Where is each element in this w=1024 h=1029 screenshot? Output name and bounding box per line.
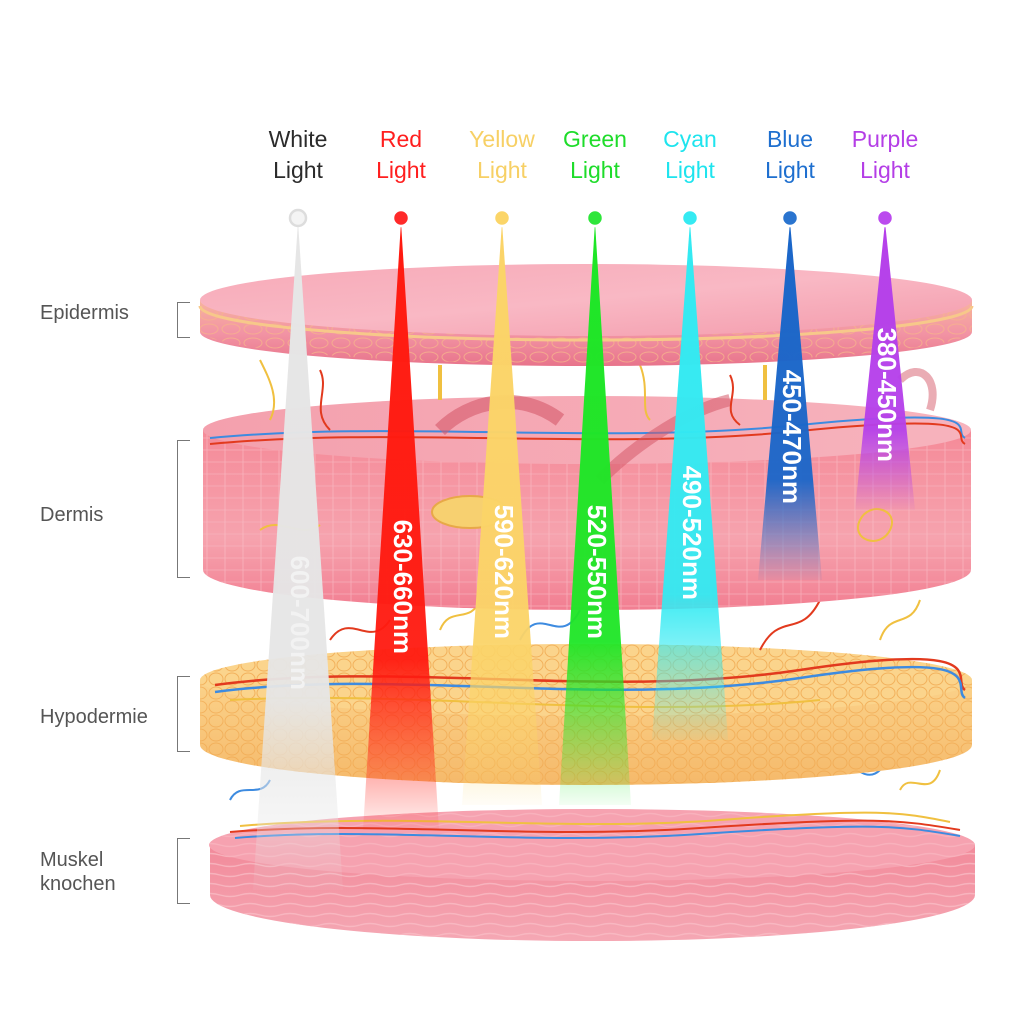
layer-label-text: Dermis bbox=[40, 504, 104, 526]
red-light-beam bbox=[363, 222, 439, 830]
bracket-muskel-knochen bbox=[177, 838, 190, 904]
light-name-line1: Red bbox=[379, 126, 423, 152]
red-light-dot bbox=[391, 208, 411, 228]
green-light-beam bbox=[559, 222, 631, 805]
light-name-line2: Light bbox=[477, 157, 527, 183]
light-name-line2: Light bbox=[376, 157, 426, 183]
purple-light-beam bbox=[855, 222, 915, 510]
light-name-line2: Light bbox=[273, 157, 323, 183]
cyan-light-beam bbox=[652, 222, 728, 740]
light-name-line1: Cyan bbox=[663, 126, 717, 152]
layer-label-text: Muskel bbox=[40, 849, 104, 871]
light-name-line2: Light bbox=[765, 157, 815, 183]
blue-wavelength-label: 450-470nm bbox=[777, 370, 807, 504]
white-wavelength-label: 600-700nm bbox=[285, 556, 315, 690]
light-name-line1: Green bbox=[563, 126, 627, 152]
yellow-light-dot bbox=[492, 208, 512, 228]
cyan-wavelength-label: 490-520nm bbox=[677, 466, 707, 600]
light-name-line1: White bbox=[268, 126, 328, 152]
bracket-epidermis bbox=[177, 302, 190, 338]
light-name-line1: Purple bbox=[851, 126, 919, 152]
light-name-line1: Blue bbox=[766, 126, 814, 152]
light-name-line2: Light bbox=[665, 157, 715, 183]
light-beams: 600-700nm 630-660nm 590-620nm 520-550nm 490-… bbox=[253, 208, 915, 890]
red-wavelength-label: 630-660nm bbox=[388, 520, 418, 654]
white-light-beam bbox=[253, 222, 343, 890]
green-light-dot bbox=[585, 208, 605, 228]
cyan-light-dot bbox=[680, 208, 700, 228]
white-light-dot bbox=[288, 208, 308, 228]
blue-light-dot bbox=[780, 208, 800, 228]
epidermis-layer bbox=[198, 264, 974, 366]
bracket-hypodermie bbox=[177, 676, 190, 752]
layer-label-text: Epidermis bbox=[40, 302, 129, 324]
layer-label-text: Hypodermie bbox=[40, 706, 148, 728]
purple-wavelength-label: 380-450nm bbox=[872, 328, 902, 462]
vessels-upper bbox=[259, 359, 937, 431]
purple-light-dot bbox=[875, 208, 895, 228]
layer-label-hypodermie: Hypodermie bbox=[40, 705, 148, 729]
green-wavelength-label: 520-550nm bbox=[582, 505, 612, 639]
yellow-wavelength-label: 590-620nm bbox=[489, 505, 519, 639]
light-name-line1: Yellow bbox=[469, 126, 535, 152]
bracket-dermis bbox=[177, 440, 190, 578]
layer-label-text: knochen bbox=[40, 873, 116, 895]
light-name-line2: Light bbox=[570, 157, 620, 183]
layer-label-epidermis: Epidermis bbox=[40, 301, 129, 325]
yellow-light-beam bbox=[462, 222, 542, 805]
light-name-line2: Light bbox=[860, 157, 910, 183]
layer-label-muskel-knochen: Muskel knochen bbox=[40, 848, 116, 896]
layer-label-dermis: Dermis bbox=[40, 503, 103, 527]
blue-light-beam bbox=[758, 222, 822, 580]
